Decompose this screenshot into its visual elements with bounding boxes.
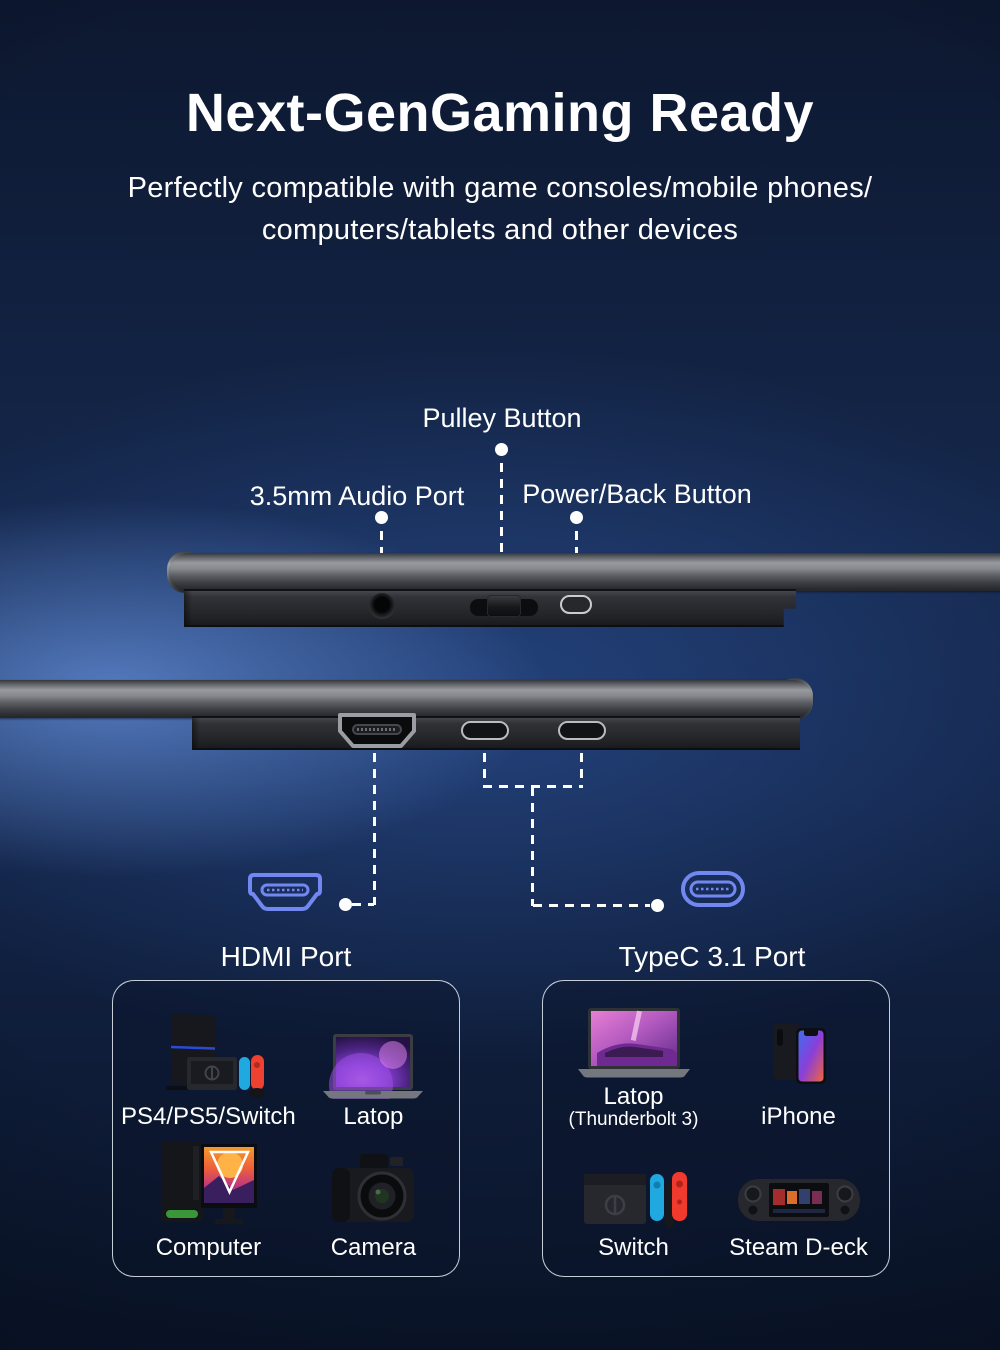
typec-port-label: TypeC 3.1 Port: [618, 941, 806, 972]
nintendo-switch-image: [583, 1172, 687, 1228]
laptop-thunderbolt-image: [577, 1007, 690, 1077]
device-label: Computer: [155, 1234, 262, 1261]
audio-jack-port: [369, 593, 395, 619]
laptop-image: [323, 1033, 424, 1099]
usbc-port-1: [461, 721, 509, 740]
typec-devices-panel: Latop (Thunderbolt 3): [542, 980, 890, 1277]
subtitle-line-1: Perfectly compatible with game consoles/…: [127, 172, 873, 204]
device-label: Latop: [603, 1082, 664, 1110]
hdmi-port: [338, 713, 416, 748]
usbc-join-line: [483, 785, 583, 788]
pulley-button-label: Pulley Button: [422, 403, 582, 433]
ps4-ps5-switch-image: [166, 1013, 266, 1098]
subtitle-line-2: computers/tablets and other devices: [261, 214, 739, 246]
device-label: Camera: [330, 1234, 417, 1261]
power-button-label: Power/Back Button: [522, 479, 752, 509]
typec-icon: [681, 871, 745, 907]
hdmi-callout-line-v: [373, 753, 376, 905]
usbc2-callout-line: [580, 753, 583, 786]
monitor-top-edge-bezel: [170, 553, 1000, 591]
audio-callout-dot: [375, 511, 388, 524]
device-cell-laptop: Latop: [296, 999, 451, 1131]
dslr-camera-image: [332, 1154, 415, 1222]
device-label: Steam D-eck: [729, 1234, 868, 1261]
page-title: Next-GenGaming Ready: [185, 83, 815, 143]
device-label: PS4/PS5/Switch: [121, 1102, 296, 1130]
typec-callout-line-h: [533, 904, 650, 907]
hdmi-callout-line-h: [352, 903, 374, 906]
hdmi-callout-dot: [339, 898, 352, 911]
device-label: iPhone: [761, 1102, 836, 1130]
pulley-slider-button: [487, 595, 521, 617]
monitor-bottom-edge-bezel: [0, 680, 812, 718]
device-cell-iphone: iPhone: [716, 999, 881, 1131]
pulley-callout-line: [500, 463, 503, 598]
desktop-computer-image: [161, 1142, 258, 1224]
typec-callout-line-v: [531, 787, 534, 906]
device-label: Latop: [343, 1102, 404, 1130]
power-callout-dot: [570, 511, 583, 524]
typec-callout-dot: [651, 899, 664, 912]
device-cell-camera: Camera: [296, 1131, 451, 1263]
hdmi-devices-panel: PS4/PS5/Switch: [112, 980, 460, 1277]
steam-deck-image: [737, 1179, 860, 1221]
audio-port-label: 3.5mm Audio Port: [249, 481, 465, 511]
hdmi-port-label: HDMI Port: [220, 941, 352, 972]
device-cell-laptop-thunderbolt: Latop (Thunderbolt 3): [551, 999, 716, 1131]
pulley-callout-dot: [495, 443, 508, 456]
iphone-image: [772, 1023, 826, 1084]
device-cell-consoles: PS4/PS5/Switch: [121, 999, 296, 1131]
device-label: Switch: [598, 1234, 669, 1261]
usbc-port-2: [558, 721, 606, 740]
power-back-button: [560, 595, 592, 614]
device-cell-computer: Computer: [121, 1131, 296, 1263]
device-cell-steam-deck: Steam D-eck: [716, 1131, 881, 1263]
hdmi-icon: [248, 873, 322, 911]
usbc1-callout-line: [483, 753, 486, 786]
device-sublabel: (Thunderbolt 3): [568, 1108, 699, 1130]
device-cell-switch: Switch: [551, 1131, 716, 1263]
